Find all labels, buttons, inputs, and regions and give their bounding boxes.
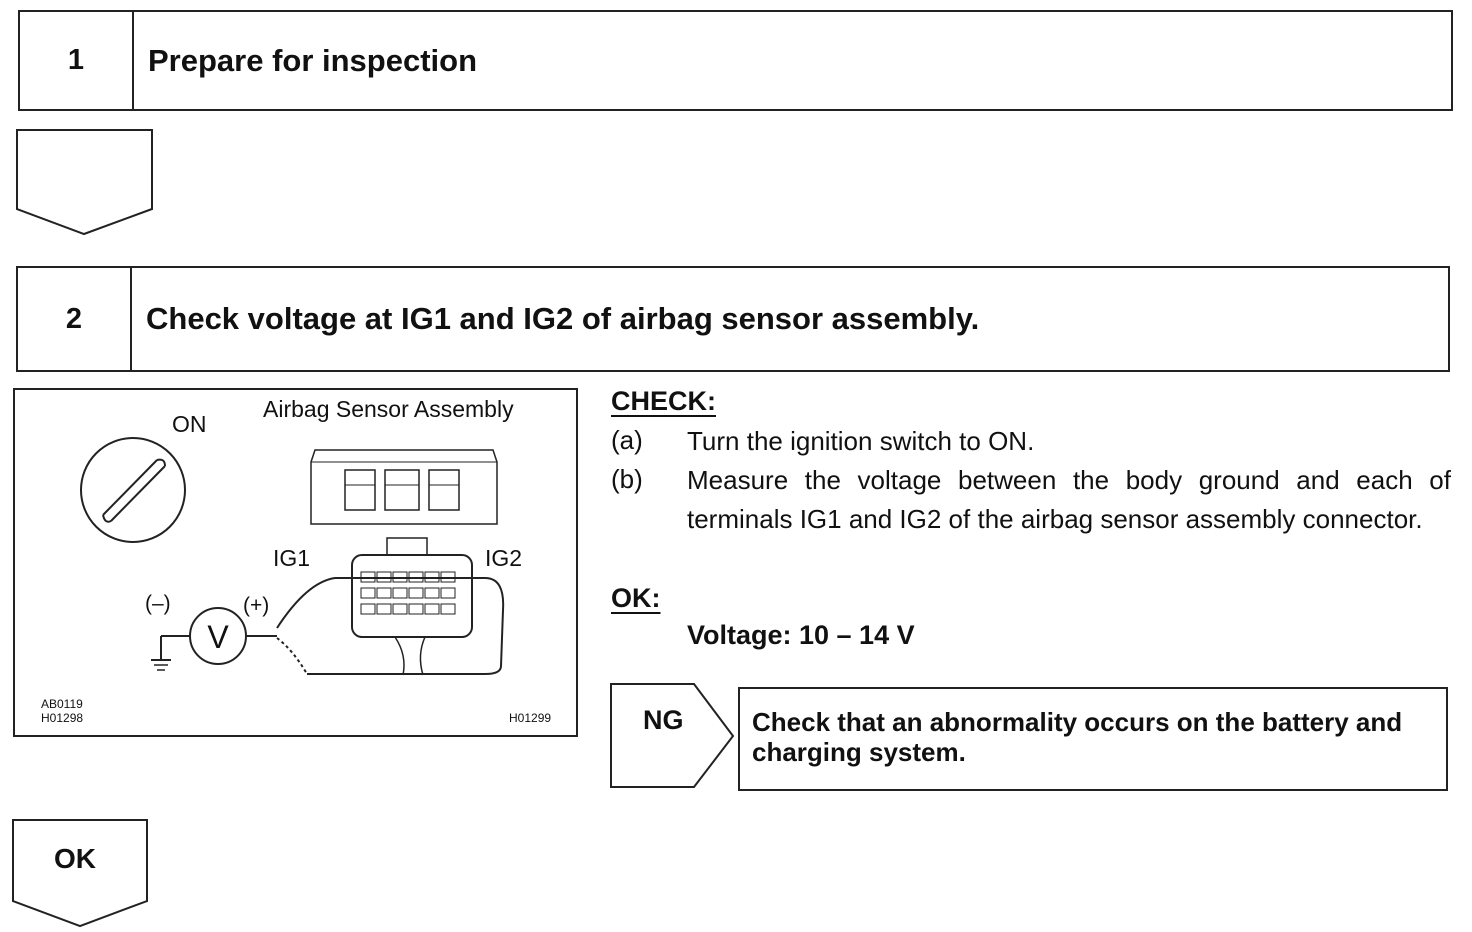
connector-icon [351,537,473,676]
ok-heading: OK: [611,583,661,613]
step-title: Check voltage at IG1 and IG2 of airbag s… [146,301,980,336]
check-item-text: Turn the ignition switch to ON. [687,426,1035,456]
step-1-header: 1 Prepare for inspection [18,10,1453,111]
airbag-sensor-diagram: V [80,437,505,676]
figure-code: H01298 [41,711,84,725]
ig1-label: IG1 [273,545,311,571]
voltmeter-symbol: V [207,619,229,655]
step-number: 2 [18,268,132,370]
figure-code: H01299 [509,711,552,725]
ignition-switch-icon [80,437,186,543]
step-number: 1 [20,12,134,109]
figure-title: Airbag Sensor Assembly [263,396,514,422]
check-item-text: Measure the voltage between the body gro… [687,465,1451,534]
ig2-label: IG2 [485,545,523,571]
ng-result-box: Check that an abnormality occurs on the … [738,687,1448,791]
ground-icon [151,635,190,671]
ig2-wire [276,637,308,675]
step-2-header: 2 Check voltage at IG1 and IG2 of airbag… [16,266,1450,372]
switch-on-label: ON [172,411,207,437]
wiring-illustration: V Airbag Sensor Assembly ON IG1 IG2 (–) … [13,388,578,737]
figure-code: AB0119 [41,697,83,711]
voltage-spec: Voltage: 10 – 14 V [687,620,915,650]
check-item-mark: (b) [611,464,643,494]
ig1-wire [276,577,505,675]
step-title: Prepare for inspection [148,42,478,78]
check-item-mark: (a) [611,425,643,455]
check-heading: CHECK: [611,386,716,416]
ok-label: OK [54,843,96,874]
ng-label: NG [643,705,684,735]
minus-label: (–) [145,592,171,615]
key-slot-icon [102,458,166,523]
sensor-housing-icon [310,449,498,525]
plus-label: (+) [243,594,270,617]
